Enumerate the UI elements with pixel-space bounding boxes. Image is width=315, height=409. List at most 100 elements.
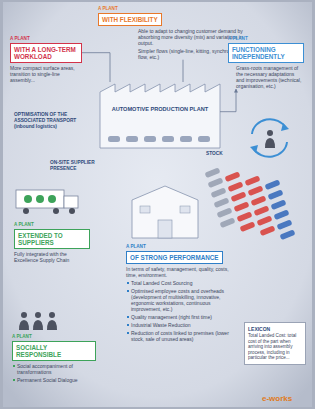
lexicon-box: LEXICONTotal Landed Cost: total cost of … [244,322,306,365]
cycle-icon [250,119,289,157]
factory-drawing [100,84,220,148]
kicker-text: A PLANT [10,36,82,42]
car-symbol [237,211,253,222]
lexicon-heading: LEXICON [248,326,302,332]
cycle-arrowhead [250,145,258,153]
car-symbol [180,136,192,142]
car-symbol [251,195,267,206]
person-body [265,138,275,148]
car-symbol [205,167,221,178]
watermark: e-works [262,394,310,404]
car-symbol [225,171,241,182]
car-symbol [231,191,247,202]
truck-cab [64,196,78,208]
car-symbol [220,217,236,228]
car-symbol [162,136,174,142]
car-symbol [260,225,276,236]
connector [183,60,184,82]
wheel-symbol [69,208,75,214]
bullet-item: Permanent Social Dialogue [12,377,96,383]
truck-drawing [16,190,78,214]
wheel-symbol [53,208,59,214]
window-symbol [140,206,150,213]
title-box: WITH FLEXIBILITY [98,13,162,26]
title-box: WITH A LONG-TERM WORKLOAD [10,43,82,63]
person-head [49,312,55,318]
car-symbol [198,136,210,142]
window-symbol [180,206,190,213]
bullet-item: Social accompaniment of transformations [12,363,96,375]
plant-block: A PLANTSOCIALLY RESPONSIBLE Social accomp… [12,334,96,383]
title-box: OF STRONG PERFORMANCE [126,251,223,264]
car-symbol [228,181,244,192]
car-symbol [217,207,233,218]
car-symbol [214,197,230,208]
kicker-text: A PLANT [126,244,240,250]
plant-block: A PLANTEXTENDED TO SUPPLIERS Fully integr… [14,222,90,263]
body-text: Fully integrated with the Excellence Sup… [14,251,90,263]
connector [220,89,236,112]
car-symbol [108,136,120,142]
plant-block: A PLANTFUNCTIONING INDEPENDENTLYGrass-ro… [228,36,304,89]
car-symbol [234,201,250,212]
bullet-item: Reduction of costs linked to premises (l… [126,330,240,342]
bullet-item: Quality management (right first time) [126,314,240,320]
car-symbol [280,229,296,240]
plant-block: AUTOMOTIVE PRODUCTION PLANT [100,82,220,148]
car-symbol [144,136,156,142]
car-symbol [126,136,138,142]
car-symbol [271,199,287,210]
cycle-arrowhead [281,123,289,131]
body-text: More compact surface areas, transition t… [10,65,82,83]
person-head [21,312,27,318]
person-head [267,130,273,136]
car-symbol [254,205,270,216]
bullet-item: Total Landed Cost Sourcing [126,280,240,286]
door-symbol [158,220,172,238]
car-symbol [257,215,273,226]
person-head [35,312,41,318]
note-label: ON-SITE SUPPLIER PRESENCE [50,160,98,172]
bullet-item: Optimised employee costs and overheads (… [126,288,240,312]
car-symbol [274,209,290,220]
truck-box [16,190,64,208]
car-symbol [211,187,227,198]
car-symbol [245,175,261,186]
factory-outline [100,84,220,148]
title-box: SOCIALLY RESPONSIBLE [12,341,96,361]
kicker-text: A PLANT [12,334,96,340]
car-symbol [240,221,256,232]
plant-label: AUTOMOTIVE PRODUCTION PLANT [100,82,220,113]
car-symbol [248,185,264,196]
note-label: OPTIMISATION OF THE ASSOCIATED TRANSPORT… [14,112,86,129]
plant-block: A PLANTOF STRONG PERFORMANCE In terms of … [126,244,240,342]
title-box: EXTENDED TO SUPPLIERS [14,229,90,249]
person-body [19,320,29,330]
connector [82,53,110,82]
kicker-text: A PLANT [14,222,90,228]
body-text: Grass-roots management of the necessary … [236,65,304,89]
car-stock [205,167,296,240]
lexicon-text: Total Landed Cost: total cost of the par… [248,333,302,361]
green-dot [24,195,32,203]
bullet-item: Industrial Waste Reduction [126,322,240,328]
body-text: In terms of safety, management, quality,… [126,266,240,278]
building-outline [132,186,198,238]
car-symbol [268,189,284,200]
car-symbol [277,219,293,230]
slide-panel [3,2,312,407]
kicker-text: A PLANT [228,36,304,42]
green-dot [48,195,56,203]
car-symbol [265,179,281,190]
building-drawing [132,186,198,238]
green-dot [36,195,44,203]
stock-label: STOCK [206,151,246,157]
kicker-text: A PLANT [98,6,250,12]
car-symbol [208,177,224,188]
person-body [47,320,57,330]
people-icon [19,312,57,330]
wheel-symbol [23,208,29,214]
title-box: FUNCTIONING INDEPENDENTLY [228,43,304,63]
plant-block: A PLANTWITH A LONG-TERM WORKLOAD More com… [10,36,82,83]
person-body [33,320,43,330]
